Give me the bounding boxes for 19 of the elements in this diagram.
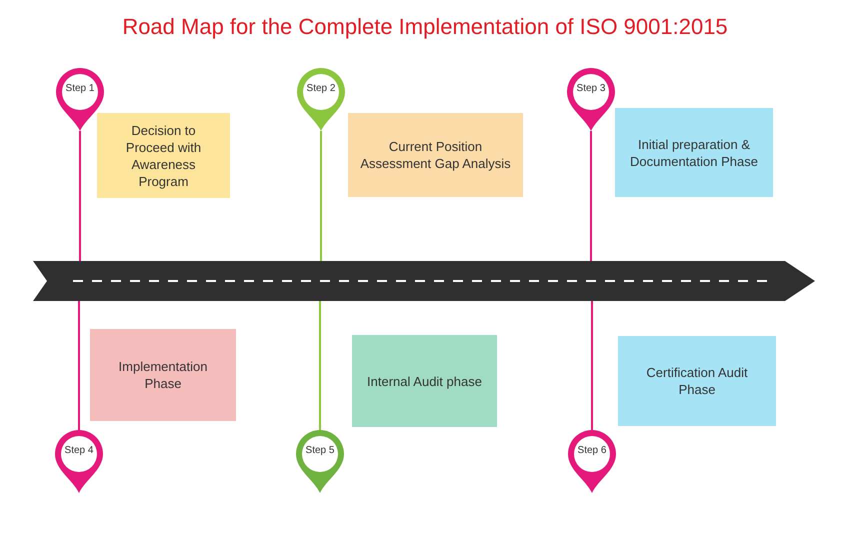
step-label: Step 2 — [306, 83, 336, 94]
phase-box: Decision to Proceed with Awareness Program — [97, 113, 230, 198]
phase-box: Internal Audit phase — [352, 335, 497, 427]
connector-line — [320, 131, 322, 261]
phase-box: Implementation Phase — [90, 329, 236, 421]
step-label: Step 4 — [64, 445, 94, 456]
connector-line — [319, 301, 321, 430]
step-label: Step 6 — [576, 445, 608, 456]
phase-box: Certification Audit Phase — [618, 336, 776, 426]
connector-line — [591, 301, 593, 430]
connector-line — [590, 131, 592, 261]
phase-box: Current Position Assessment Gap Analysis — [348, 113, 523, 197]
step-label: Step 1 — [64, 83, 96, 94]
phase-box: Initial preparation & Documentation Phase — [615, 108, 773, 197]
step-label: Step 3 — [576, 83, 606, 94]
connector-line — [78, 301, 80, 430]
step-label: Step 5 — [304, 445, 336, 456]
connector-line — [79, 131, 81, 261]
title: Road Map for the Complete Implementation of ISO 9001:2015 — [122, 14, 728, 39]
